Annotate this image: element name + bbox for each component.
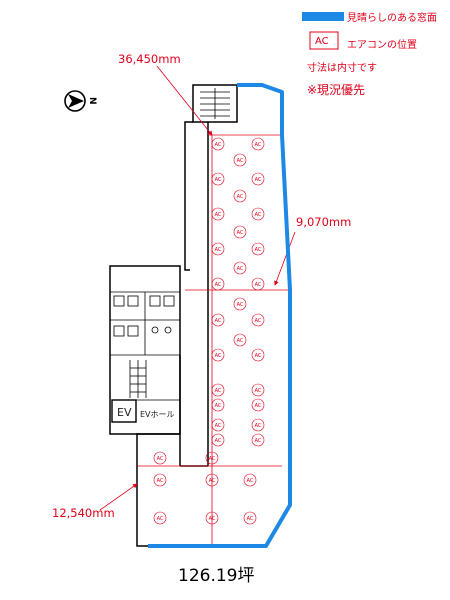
ac-unit-label: AC [247, 478, 254, 484]
ac-unit-icon [153, 451, 167, 465]
stair-treads [200, 88, 230, 119]
ac-unit-icon [211, 207, 225, 221]
ac-unit-icon [233, 153, 247, 167]
ac-legend-symbol: AC [315, 36, 329, 47]
window-legend-label: 見晴らしのある窓面 [347, 11, 437, 24]
ac-unit-icon [233, 225, 247, 239]
ac-unit-label: AC [209, 478, 216, 484]
dimension-length: 36,450mm [118, 52, 181, 66]
dimension-note: 寸法は内寸です [307, 61, 377, 74]
ac-legend-box [309, 31, 339, 50]
ac-unit-label: AC [255, 403, 262, 409]
ac-unit-label: AC [209, 516, 216, 522]
ac-unit-label: AC [255, 282, 262, 288]
window-band [148, 83, 292, 548]
ac-units: AC AC AC AC AC AC AC AC AC AC AC AC AC AC AC AC AC AC AC AC… [153, 137, 265, 525]
ac-unit-icon [251, 348, 265, 362]
ac-unit-label: AC [157, 516, 164, 522]
ac-unit-label: AC [247, 516, 254, 522]
ac-unit-icon [205, 451, 219, 465]
priority-note: ※現況優先 [307, 82, 365, 97]
ac-unit-label: AC [215, 388, 222, 394]
ac-unit-icon [251, 313, 265, 327]
ac-unit-icon [153, 473, 167, 487]
ac-unit-icon [211, 172, 225, 186]
ac-unit-icon [251, 383, 265, 397]
window-legend-swatch [302, 12, 344, 21]
ac-unit-icon [211, 418, 225, 432]
core-details [110, 291, 180, 423]
ac-unit-icon [211, 383, 225, 397]
ac-unit-icon [251, 418, 265, 432]
ac-unit-icon [251, 137, 265, 151]
ac-unit-label: AC [157, 456, 164, 462]
ac-unit-label: AC [209, 456, 216, 462]
ac-unit-icon [233, 297, 247, 311]
dimension-width: 9,070mm [296, 215, 351, 229]
ac-unit-label: AC [215, 353, 222, 359]
dimension-lower-width: 12,540mm [52, 506, 115, 520]
ac-unit-icon [251, 207, 265, 221]
ac-unit-icon [211, 433, 225, 447]
ac-unit-icon [243, 473, 257, 487]
ac-zone-lines [137, 134, 292, 546]
ac-unit-label: AC [215, 423, 222, 429]
ac-unit-icon [233, 261, 247, 275]
ac-unit-icon [211, 277, 225, 291]
ac-unit-icon [211, 398, 225, 412]
ac-unit-label: AC [215, 438, 222, 444]
ac-unit-icon [243, 511, 257, 525]
ac-unit-label: AC [215, 318, 222, 324]
ac-unit-icon [211, 137, 225, 151]
dimension-pointers [99, 65, 296, 511]
ac-unit-icon [211, 242, 225, 256]
ac-unit-label: AC [255, 247, 262, 253]
ev-hall-label: EVホール [140, 410, 175, 419]
ac-unit-icon [205, 511, 219, 525]
ac-unit-label: AC [255, 142, 262, 148]
ac-unit-label: AC [215, 212, 222, 218]
ac-unit-label: AC [237, 230, 244, 236]
ac-unit-label: AC [215, 142, 222, 148]
ac-legend-label: エアコンの位置 [347, 38, 417, 51]
ac-unit-icon [153, 511, 167, 525]
ac-unit-label: AC [237, 266, 244, 272]
ac-unit-icon [211, 348, 225, 362]
ac-unit-icon [205, 473, 219, 487]
floor-area: 126.19坪 [178, 566, 254, 586]
ac-unit-icon [251, 398, 265, 412]
elevator-box [111, 399, 137, 423]
ac-unit-label: AC [255, 438, 262, 444]
ac-unit-label: AC [237, 338, 244, 344]
ac-unit-label: AC [255, 177, 262, 183]
ac-unit-label: AC [255, 318, 262, 324]
ac-unit-label: AC [215, 403, 222, 409]
ac-unit-label: AC [237, 194, 244, 200]
ac-unit-icon [211, 313, 225, 327]
ac-unit-label: AC [215, 247, 222, 253]
ac-unit-icon [233, 189, 247, 203]
ac-unit-label: AC [255, 423, 262, 429]
legend: 見晴らしのある窓面 AC エアコンの位置 寸法は内寸です ※現況優先 [302, 11, 437, 97]
ac-unit-label: AC [255, 212, 262, 218]
ac-unit-label: AC [237, 158, 244, 164]
ac-unit-label: AC [237, 302, 244, 308]
ev-label: EV [117, 406, 132, 419]
ac-unit-label: AC [157, 478, 164, 484]
compass-label: N [87, 97, 97, 105]
ac-unit-icon [251, 172, 265, 186]
ac-unit-icon [251, 433, 265, 447]
ac-unit-icon [251, 242, 265, 256]
top-stair-tower [192, 84, 238, 123]
north-arrow-icon: N [64, 90, 97, 112]
ac-unit-icon [251, 277, 265, 291]
ac-unit-icon [233, 333, 247, 347]
ac-unit-label: AC [255, 388, 262, 394]
ac-unit-label: AC [215, 282, 222, 288]
ac-unit-label: AC [215, 177, 222, 183]
ac-unit-label: AC [255, 353, 262, 359]
